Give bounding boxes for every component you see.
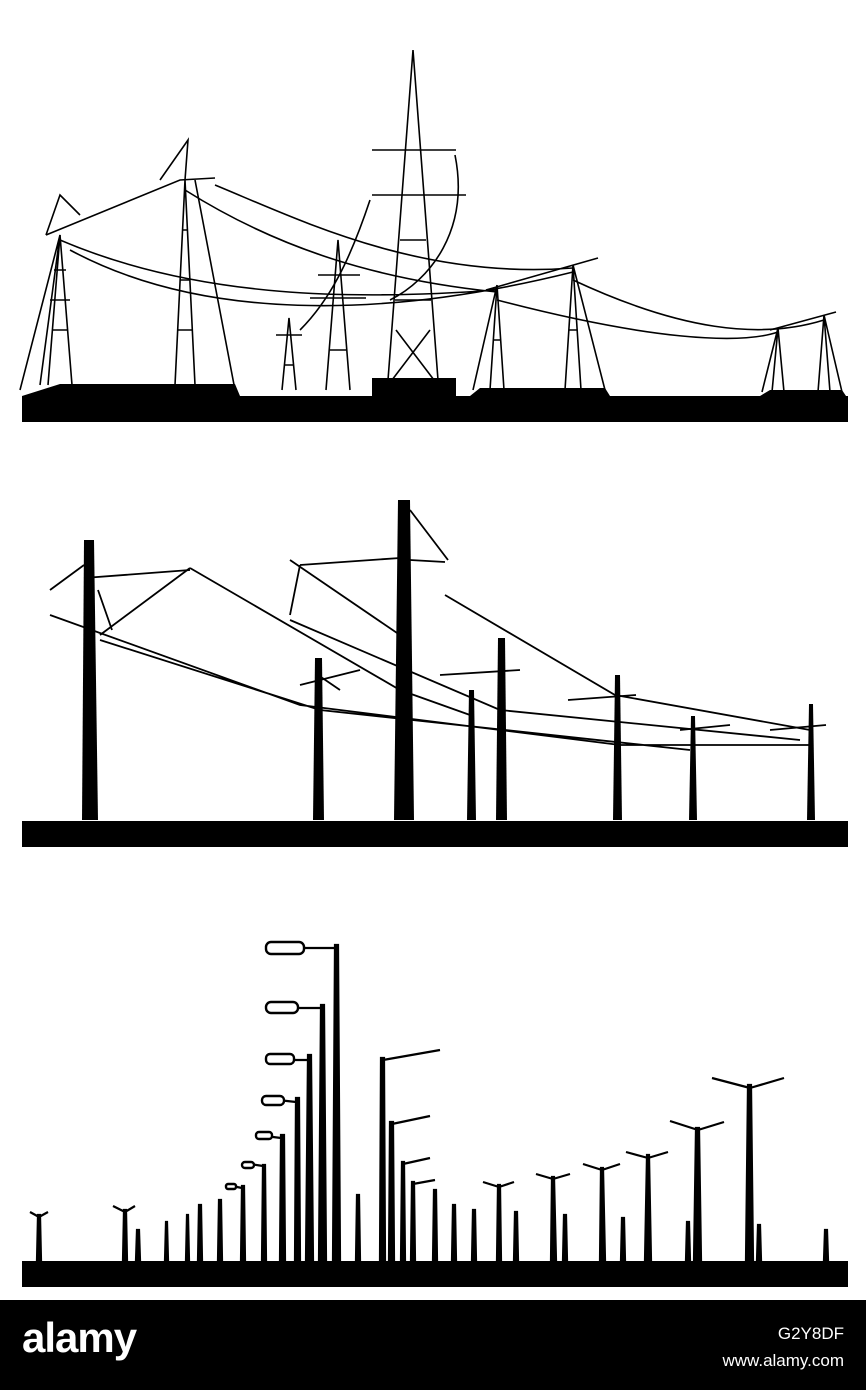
lamp-post (482, 1180, 515, 1262)
lamp-post (409, 1178, 436, 1262)
tower (159, 137, 196, 386)
lamp-head (240, 1160, 256, 1170)
pole (394, 500, 414, 820)
image-id: G2Y8DF (777, 1324, 844, 1343)
alamy-logo: alamy (22, 1314, 137, 1361)
pole (313, 658, 324, 820)
ground (22, 1261, 848, 1287)
lamp-post (378, 1048, 441, 1262)
lamp-post (399, 1156, 431, 1262)
pole (613, 675, 622, 820)
lamp-post (711, 1076, 785, 1262)
power-line (49, 564, 811, 751)
lamp-post (112, 1205, 136, 1262)
lamp-post (582, 1162, 621, 1262)
lamp-post (290, 1053, 315, 1262)
street-lamps-scene (22, 940, 848, 1287)
tower (310, 239, 366, 391)
lamp-post (625, 1150, 669, 1262)
tower (472, 257, 606, 391)
ground (22, 396, 848, 422)
lamp-post (387, 1114, 431, 1262)
pole (807, 704, 815, 820)
power-line (59, 154, 825, 340)
lamp-head (260, 1094, 286, 1107)
lamp-head (254, 1130, 274, 1141)
image-meta: G2Y8DF www.alamy.com (722, 1320, 844, 1374)
lamp-post (295, 1003, 328, 1262)
crossarm (49, 509, 449, 636)
tower (761, 311, 843, 393)
watermark-footer: alamy G2Y8DF www.alamy.com (0, 1300, 866, 1390)
pole (467, 690, 476, 820)
ground (22, 821, 848, 847)
lamp-post (231, 1184, 247, 1262)
lamp-head (264, 1000, 300, 1015)
tower (372, 49, 466, 381)
site-url: www.alamy.com (722, 1351, 844, 1370)
pole (689, 716, 697, 820)
lamp-post (669, 1119, 725, 1262)
lamp-post (300, 943, 342, 1262)
distribution-poles-scene (22, 500, 848, 847)
lamp-head (224, 1182, 238, 1191)
lamp-post (264, 1133, 287, 1262)
lamp-post (535, 1172, 571, 1262)
lamp-post (29, 1211, 49, 1262)
lattice-towers-scene (19, 49, 848, 422)
lamp-head (264, 940, 306, 956)
lamp-post (249, 1162, 268, 1262)
lamp-head (264, 1052, 296, 1066)
tower (276, 317, 302, 391)
pole (82, 540, 98, 820)
